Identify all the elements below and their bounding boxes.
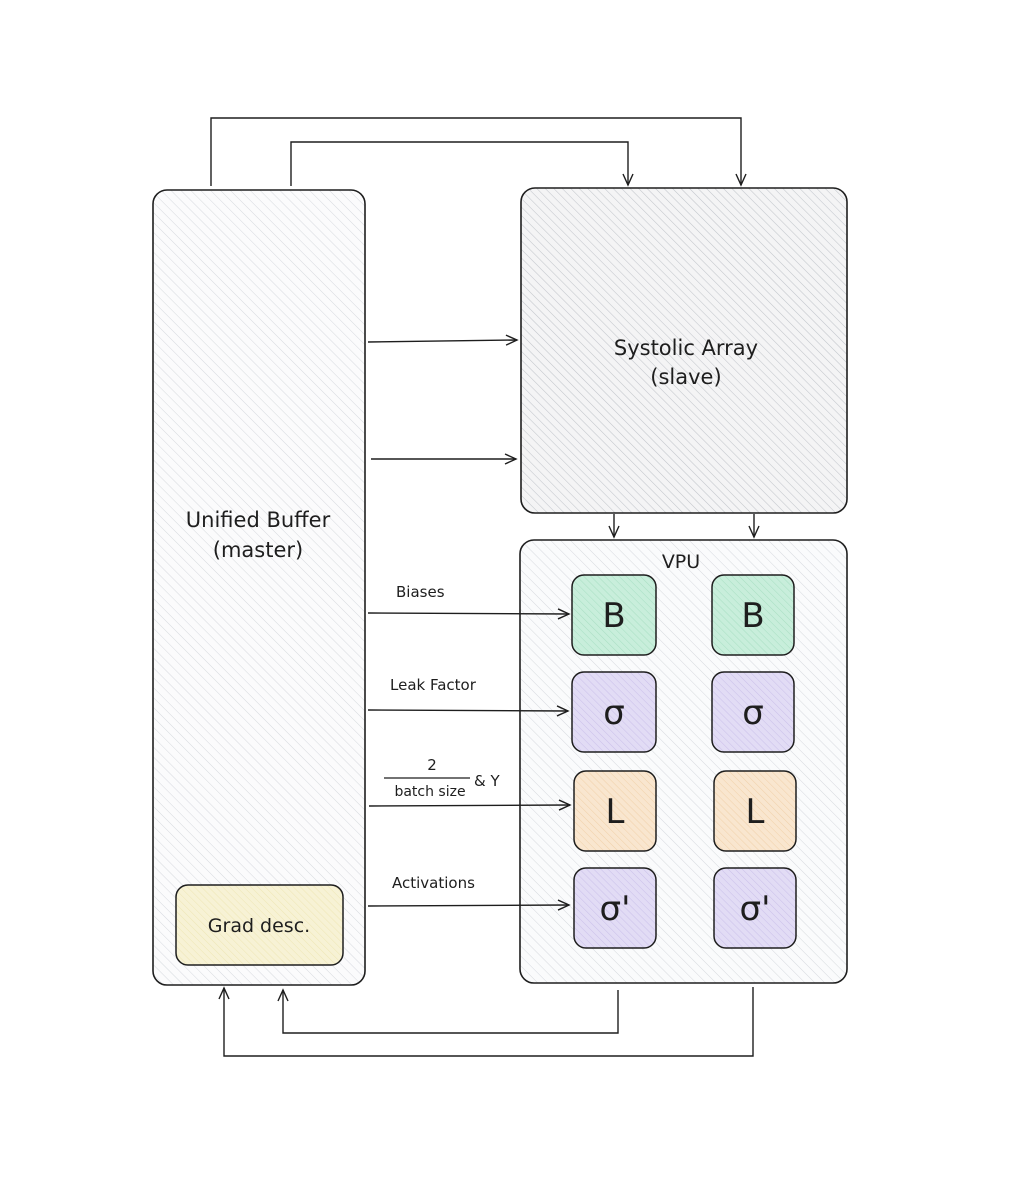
bias-symbol: B bbox=[741, 596, 764, 636]
unified-buffer-title: Unified Buffer bbox=[186, 508, 331, 532]
leaky-relu-symbol: σ bbox=[603, 693, 625, 733]
bottom-connector-inner bbox=[277, 988, 619, 1034]
loss-symbol: L bbox=[746, 792, 765, 832]
vpu-cell-leaky-relu-col2: σ bbox=[711, 671, 795, 753]
leaky-relu-derivative-symbol: σ' bbox=[740, 889, 771, 929]
loss-symbol: L bbox=[606, 792, 625, 832]
top-connector-outer bbox=[210, 117, 747, 187]
biases-label: Biases bbox=[396, 583, 445, 601]
leaky-relu-symbol: σ bbox=[742, 693, 764, 733]
vpu-cell-bias-col1: B bbox=[571, 574, 657, 656]
leak-factor-arrow: Leak Factor bbox=[367, 676, 570, 717]
ub-to-systolic-arrow-1 bbox=[367, 334, 519, 346]
leaky-relu-derivative-symbol: σ' bbox=[600, 889, 631, 929]
vpu-title: VPU bbox=[662, 551, 700, 573]
grad-desc-label: Grad desc. bbox=[208, 915, 310, 937]
leak-factor-label: Leak Factor bbox=[390, 676, 477, 694]
unified-buffer-subtitle: (master) bbox=[213, 538, 303, 562]
grad-desc-block: Grad desc. bbox=[175, 884, 344, 966]
vpu-cell-loss-col2: L bbox=[713, 770, 797, 852]
systolic-array-block: Systolic Array (slave) bbox=[520, 187, 848, 514]
fraction-denominator: batch size bbox=[394, 784, 465, 800]
bottom-connector-outer bbox=[218, 986, 754, 1057]
vpu-cell-leaky-relu-derivative-col1: σ' bbox=[573, 867, 657, 949]
biases-arrow: Biases bbox=[367, 583, 571, 620]
systolic-array-subtitle: (slave) bbox=[650, 365, 721, 389]
vpu-cell-bias-col2: B bbox=[711, 574, 795, 656]
systolic-array-title: Systolic Array bbox=[614, 336, 758, 360]
vpu-block: VPU bbox=[519, 539, 848, 984]
fraction-suffix: & Y bbox=[474, 772, 500, 790]
top-connector-inner bbox=[290, 141, 634, 187]
bias-symbol: B bbox=[602, 596, 625, 636]
fraction-numerator: 2 bbox=[427, 756, 437, 774]
activations-label: Activations bbox=[392, 874, 475, 892]
loss-inputs-arrow: 2 batch size & Y bbox=[368, 756, 572, 811]
vpu-cell-leaky-relu-derivative-col2: σ' bbox=[713, 867, 797, 949]
unified-buffer-block: Unified Buffer (master) bbox=[152, 189, 366, 986]
vpu-cell-loss-col1: L bbox=[573, 770, 657, 852]
vpu-cell-leaky-relu-col1: σ bbox=[571, 671, 657, 753]
activations-arrow: Activations bbox=[367, 874, 571, 911]
